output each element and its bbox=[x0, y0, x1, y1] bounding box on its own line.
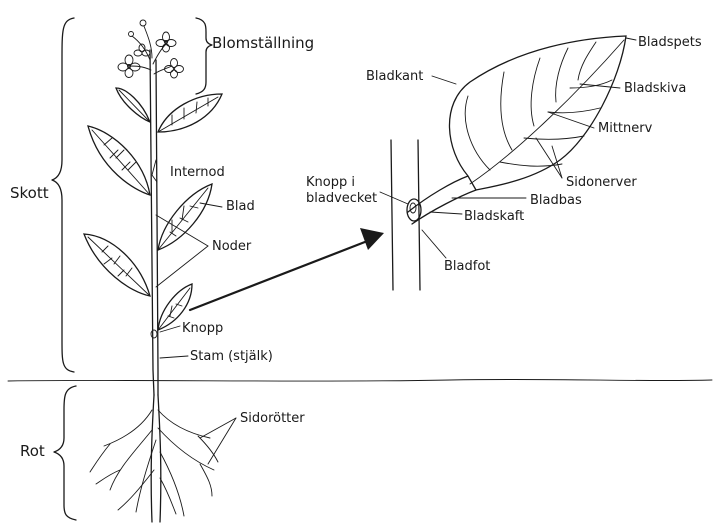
label-stam: Stam (stjälk) bbox=[190, 349, 273, 364]
bladspets-line bbox=[626, 38, 636, 40]
label-knopp: Knopp bbox=[182, 321, 223, 336]
label-bladbas: Bladbas bbox=[530, 193, 582, 208]
knopp-i-bladvecket-line bbox=[380, 192, 408, 204]
label-knopp-i-bladvecket-1: Knopp i bbox=[306, 175, 355, 190]
bladskaft-line bbox=[430, 212, 462, 214]
stem-outline bbox=[156, 60, 158, 395]
bladkant-line bbox=[432, 76, 456, 84]
label-knopp-i-bladvecket-2: bladvecket bbox=[306, 191, 377, 206]
label-bladskiva: Bladskiva bbox=[624, 81, 686, 96]
ground-line bbox=[8, 379, 712, 381]
stem-leaves bbox=[84, 88, 222, 338]
label-noder: Noder bbox=[212, 239, 252, 254]
rot-brace bbox=[54, 386, 76, 520]
label-sidorotter: Sidorötter bbox=[240, 411, 305, 426]
sidorotter-line-1 bbox=[200, 418, 236, 438]
detail-leaf bbox=[391, 36, 626, 290]
label-mittnerv: Mittnerv bbox=[598, 121, 653, 136]
label-bladspets: Bladspets bbox=[638, 35, 702, 50]
label-skott: Skott bbox=[10, 184, 49, 202]
label-bladkant: Bladkant bbox=[366, 69, 423, 84]
detail-arrow-head bbox=[360, 228, 384, 250]
stam-line bbox=[160, 356, 188, 358]
roots bbox=[90, 395, 218, 522]
stem bbox=[150, 50, 154, 395]
label-blad: Blad bbox=[226, 199, 255, 214]
label-internod: Internod bbox=[170, 165, 225, 180]
noder-line-2 bbox=[156, 246, 208, 287]
blomstallning-brace bbox=[196, 18, 212, 94]
label-bladfot: Bladfot bbox=[444, 259, 490, 274]
label-bladskaft: Bladskaft bbox=[464, 209, 524, 224]
skott-brace bbox=[52, 18, 74, 372]
label-sidonerver: Sidonerver bbox=[566, 175, 637, 190]
label-rot: Rot bbox=[20, 442, 45, 460]
sidorotter-line-2 bbox=[208, 418, 236, 464]
bladfot-line bbox=[422, 230, 446, 258]
label-blomstallning: Blomställning bbox=[212, 34, 314, 52]
